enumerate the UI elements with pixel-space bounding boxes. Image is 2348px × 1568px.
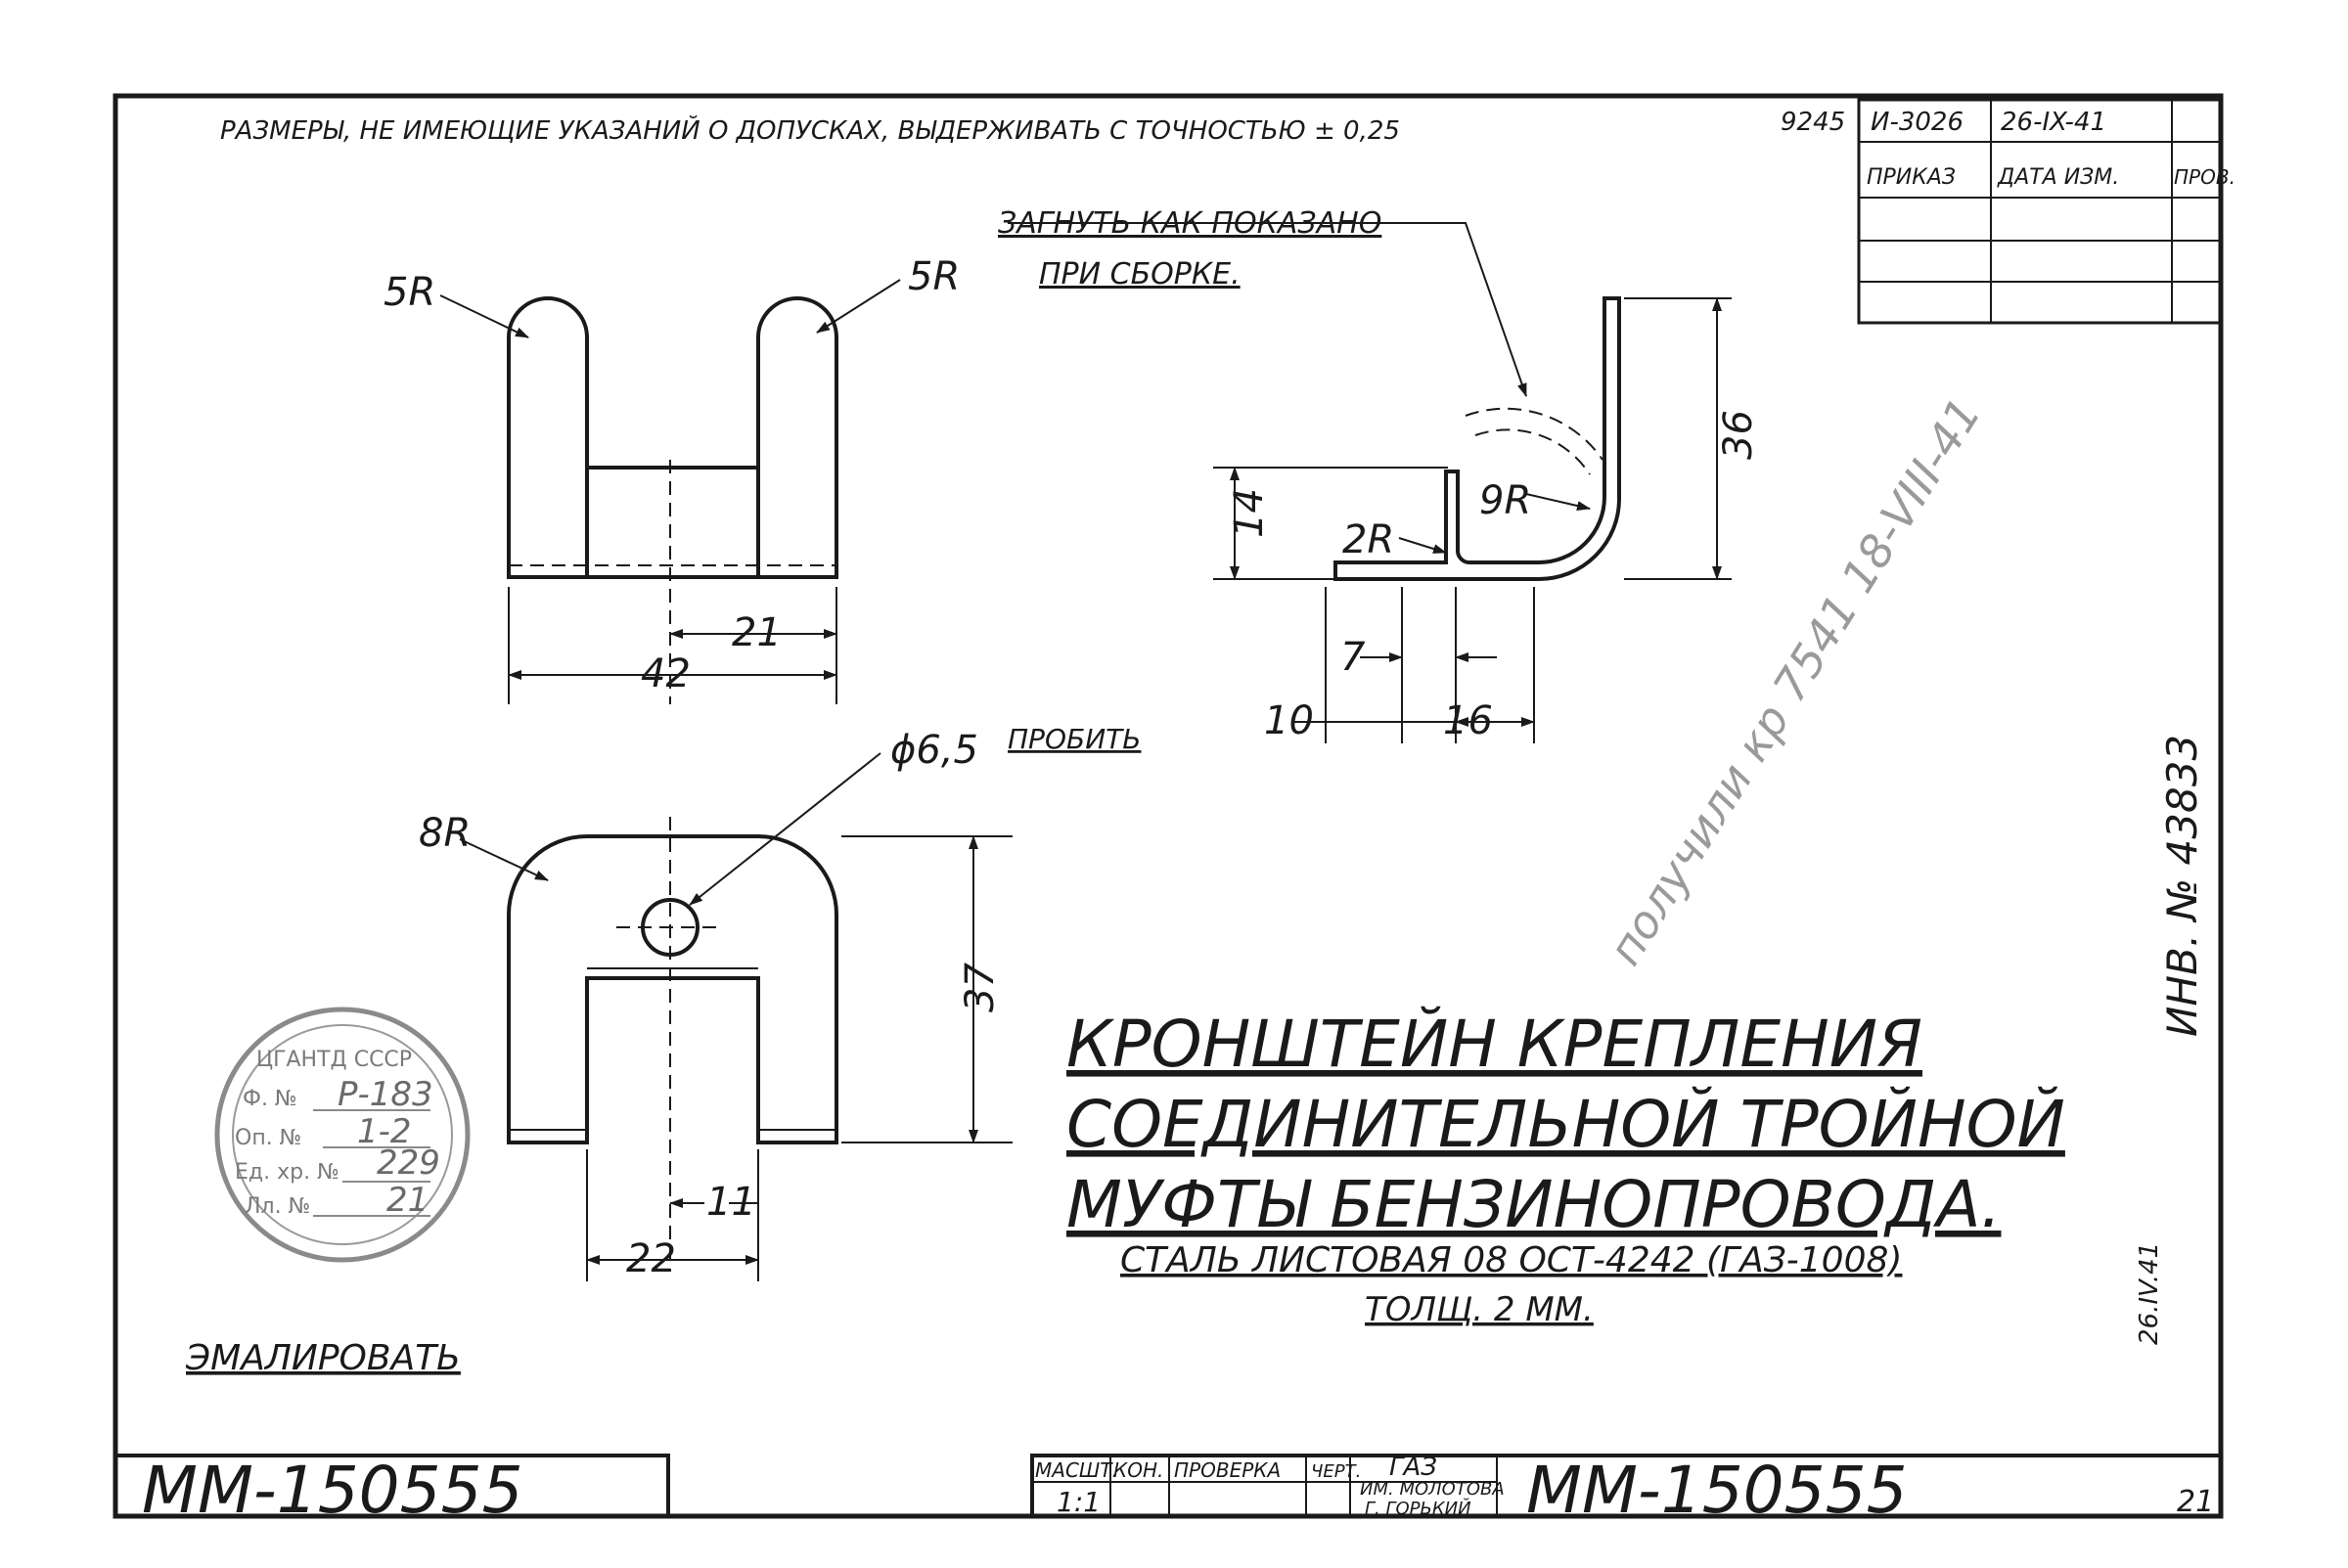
stamp-fond-label: Ф. № [243, 1087, 297, 1111]
dim-hole: ϕ6,5 [890, 728, 978, 773]
dim-hole-note: ПРОБИТЬ [1008, 723, 1141, 755]
bend-note-line1: ЗАГНУТЬ КАК ПОКАЗАНО [998, 206, 1381, 241]
stamp-fond-value: Р-183 [338, 1075, 433, 1114]
title-block [113, 1454, 2223, 1518]
tb-org-line3: Г. ГОРЬКИЙ [1365, 1498, 1471, 1519]
stamp-item-label: Ед. хр. № [235, 1160, 339, 1185]
tb-header-drawn: ЧЕРТ. [1311, 1461, 1361, 1482]
title-line1: КРОНШТЕЙН КРЕПЛЕНИЯ [1066, 1006, 1922, 1082]
archive-stamp: ЦГАНТД СССР Ф. № Р-183 Оп. № 1-2 Ед. хр.… [214, 1007, 471, 1263]
thickness-spec: ТОЛЩ. 2 ММ. [1365, 1290, 1594, 1329]
change-order: И-3026 [1871, 108, 1964, 137]
side-date: 26.IV.41 [2135, 1242, 2164, 1345]
dim-11: 11 [706, 1180, 756, 1225]
dim-radius-left: 5R [384, 270, 435, 315]
tb-scale-value: 1:1 [1057, 1486, 1101, 1518]
pencil-note: получили кр 7541 18-VIII-41 [1599, 389, 1992, 974]
dim-radius-2: 2R [1342, 517, 1394, 562]
front-view [439, 279, 901, 704]
title-line2: СОЕДИНИТЕЛЬНОЙ ТРОЙНОЙ [1066, 1086, 2065, 1162]
doc-number-left: ММ-150555 [142, 1453, 523, 1528]
tb-org-line2: ИМ. МОЛОТОВА [1360, 1479, 1505, 1500]
dim-radius-8: 8R [419, 811, 471, 856]
sheet-number: 21 [2177, 1485, 2214, 1519]
title-line3: МУФТЫ БЕНЗИНОПРОВОДА. [1066, 1167, 2001, 1242]
stamp-op-label: Оп. № [235, 1126, 302, 1150]
material-spec: СТАЛЬ ЛИСТОВАЯ 08 ОСТ-4242 (ГАЗ-1008) [1120, 1240, 1902, 1280]
stamp-org: ЦГАНТД СССР [256, 1048, 412, 1072]
change-number: 9245 [1781, 108, 1845, 137]
stamp-item-value: 229 [377, 1143, 440, 1183]
doc-number: ММ-150555 [1526, 1453, 1908, 1528]
stamp-op-value: 1-2 [357, 1112, 412, 1151]
change-date: 26-IX-41 [2001, 108, 2106, 137]
changes-header-check: ПРОВ. [2174, 165, 2235, 189]
dim-radius-9: 9R [1479, 478, 1531, 523]
changes-table: 9245 И-3026 26-IX-41 ПРИКАЗ ДАТА ИЗМ. ПР… [1781, 98, 2235, 325]
dim-radius-right: 5R [908, 254, 960, 299]
tolerance-note: РАЗМЕРЫ, НЕ ИМЕЮЩИЕ УКАЗАНИЙ О ДОПУСКАХ,… [220, 114, 1400, 146]
side-view [1008, 222, 1732, 743]
dim-height-14: 14 [1227, 488, 1272, 538]
stamp-sheet-label: Лл. № [245, 1194, 310, 1219]
dim-half-width: 21 [732, 610, 782, 655]
tb-header-con: КОН. [1113, 1458, 1163, 1482]
dim-total-width: 42 [641, 651, 691, 696]
inventory-number: ИНВ. № 43833 [2158, 735, 2206, 1037]
stamp-sheet-value: 21 [386, 1181, 429, 1220]
dim-16: 16 [1443, 698, 1493, 743]
tb-org-line1: ГАЗ [1389, 1453, 1437, 1482]
blank-view [459, 752, 1013, 1281]
tb-header-check: ПРОВЕРКА [1174, 1458, 1281, 1482]
dim-height-36: 36 [1716, 410, 1761, 460]
dim-10: 10 [1264, 698, 1314, 743]
changes-header-order: ПРИКАЗ [1867, 165, 1956, 190]
dim-22: 22 [626, 1236, 676, 1281]
dim-height-37: 37 [958, 963, 1003, 1012]
dim-7: 7 [1340, 635, 1366, 680]
enamel-note: ЭМАЛИРОВАТЬ [185, 1338, 461, 1378]
changes-header-date: ДАТА ИЗМ. [1997, 165, 2119, 190]
tb-header-scale: МАСШТ. [1035, 1458, 1118, 1482]
bend-note-line2: ПРИ СБОРКЕ. [1039, 257, 1241, 291]
